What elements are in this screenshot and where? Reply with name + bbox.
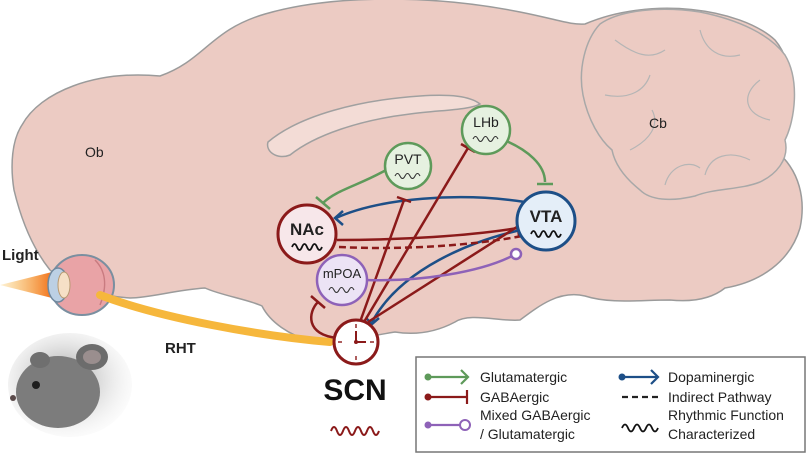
eye [47, 254, 115, 316]
legend-dopaminergic: Dopaminergic [618, 369, 754, 385]
tbar-mpoa-gaba [310, 295, 326, 309]
node-mpoa: mPOA [315, 253, 369, 307]
node-nac-label: NAc [290, 220, 324, 239]
mouse-illustration [8, 333, 132, 437]
node-pvt-label: PVT [394, 151, 422, 167]
legend-glutamatergic: Glutamatergic [424, 369, 567, 385]
light-label: Light [2, 247, 39, 264]
node-mpoa-label: mPOA [323, 266, 362, 281]
scn-node [332, 318, 380, 366]
path-scn-to-lhb [362, 147, 470, 323]
path-scn-to-pvt [358, 199, 406, 323]
legend-wave-icon [621, 423, 659, 433]
path-vta-to-nac [335, 196, 526, 220]
svg-text:Characterized: Characterized [668, 426, 755, 442]
pathways [310, 138, 553, 340]
svg-text:Mixed GABAergic: Mixed GABAergic [480, 407, 590, 423]
node-vta-wave-icon [530, 230, 562, 238]
legend-gabaergic: GABAergic [424, 389, 549, 405]
cerebellum-outline [580, 8, 796, 201]
node-pvt-wave-icon [394, 172, 421, 180]
svg-text:/ Glutamatergic: / Glutamatergic [480, 426, 575, 442]
tbar-nac-glut [315, 196, 331, 210]
svg-text:Rhythmic Function: Rhythmic Function [668, 407, 784, 423]
scn-wave-icon [330, 426, 380, 436]
node-lhb: LHb [460, 104, 512, 156]
svg-text:Indirect Pathway: Indirect Pathway [668, 389, 772, 405]
node-pvt: PVT [383, 141, 433, 191]
svg-text:GABAergic: GABAergic [480, 389, 549, 405]
path-lhb-to-vta [503, 138, 547, 183]
circle-vta-mixed [509, 247, 523, 261]
scn-label: SCN [323, 374, 386, 407]
cb-label: Cb [649, 115, 667, 131]
legend: Glutamatergic GABAergic Mixed GABAergic … [415, 356, 806, 453]
tbar-pvt-gaba [396, 195, 412, 204]
node-vta-label: VTA [530, 207, 563, 226]
corpus-callosum [266, 94, 482, 158]
node-nac: NAc [276, 203, 338, 265]
rht-tract [96, 291, 334, 346]
path-scn-to-mpoa [310, 301, 339, 340]
node-mpoa-wave-icon [328, 286, 355, 294]
node-lhb-wave-icon [472, 135, 499, 143]
rht-label: RHT [165, 340, 196, 357]
svg-text:Dopaminergic: Dopaminergic [668, 369, 754, 385]
legend-indirect: Indirect Pathway [622, 389, 772, 405]
light-beam [0, 272, 52, 298]
path-pvt-to-nac [322, 168, 387, 204]
node-vta: VTA [515, 190, 577, 252]
fork-nac-da [333, 210, 344, 226]
path-nac-to-vta [336, 226, 519, 242]
path-nac-vta-indirect [338, 234, 523, 250]
legend-mixed: Mixed GABAergic / Glutamatergic [424, 407, 590, 442]
ob-label: Ob [85, 144, 104, 160]
node-nac-wave-icon [291, 243, 323, 251]
cerebellum-folia [604, 29, 771, 186]
legend-rhythmic: Rhythmic Function Characterized [621, 407, 784, 442]
node-lhb-label: LHb [473, 114, 499, 130]
svg-text:Glutamatergic: Glutamatergic [480, 369, 567, 385]
legend-box [415, 356, 806, 453]
path-mpoa-to-vta [365, 254, 513, 282]
fork-scn-da [365, 317, 380, 326]
